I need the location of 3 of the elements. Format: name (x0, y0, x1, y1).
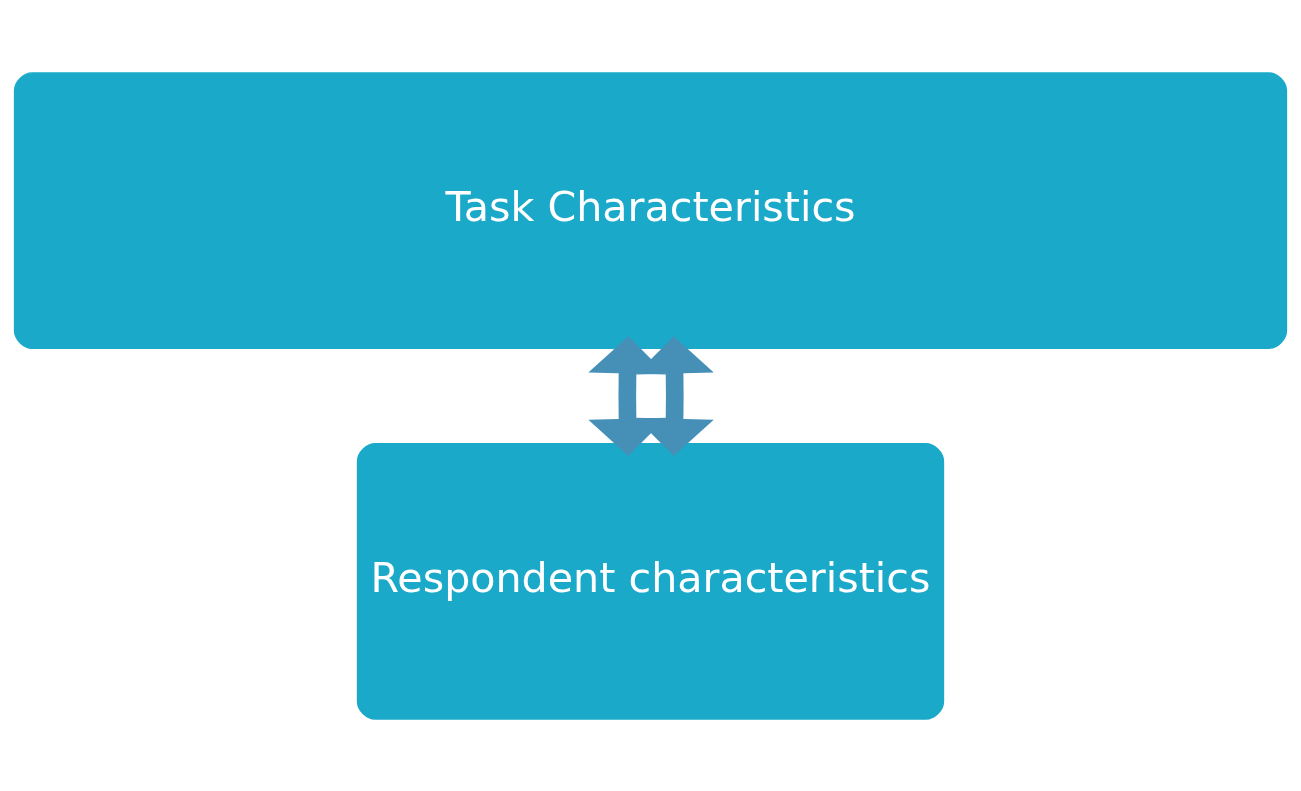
node-box: Task Characteristics (13, 71, 1288, 349)
arrow (635, 335, 714, 456)
node-box: Respondent characteristics (356, 442, 945, 720)
